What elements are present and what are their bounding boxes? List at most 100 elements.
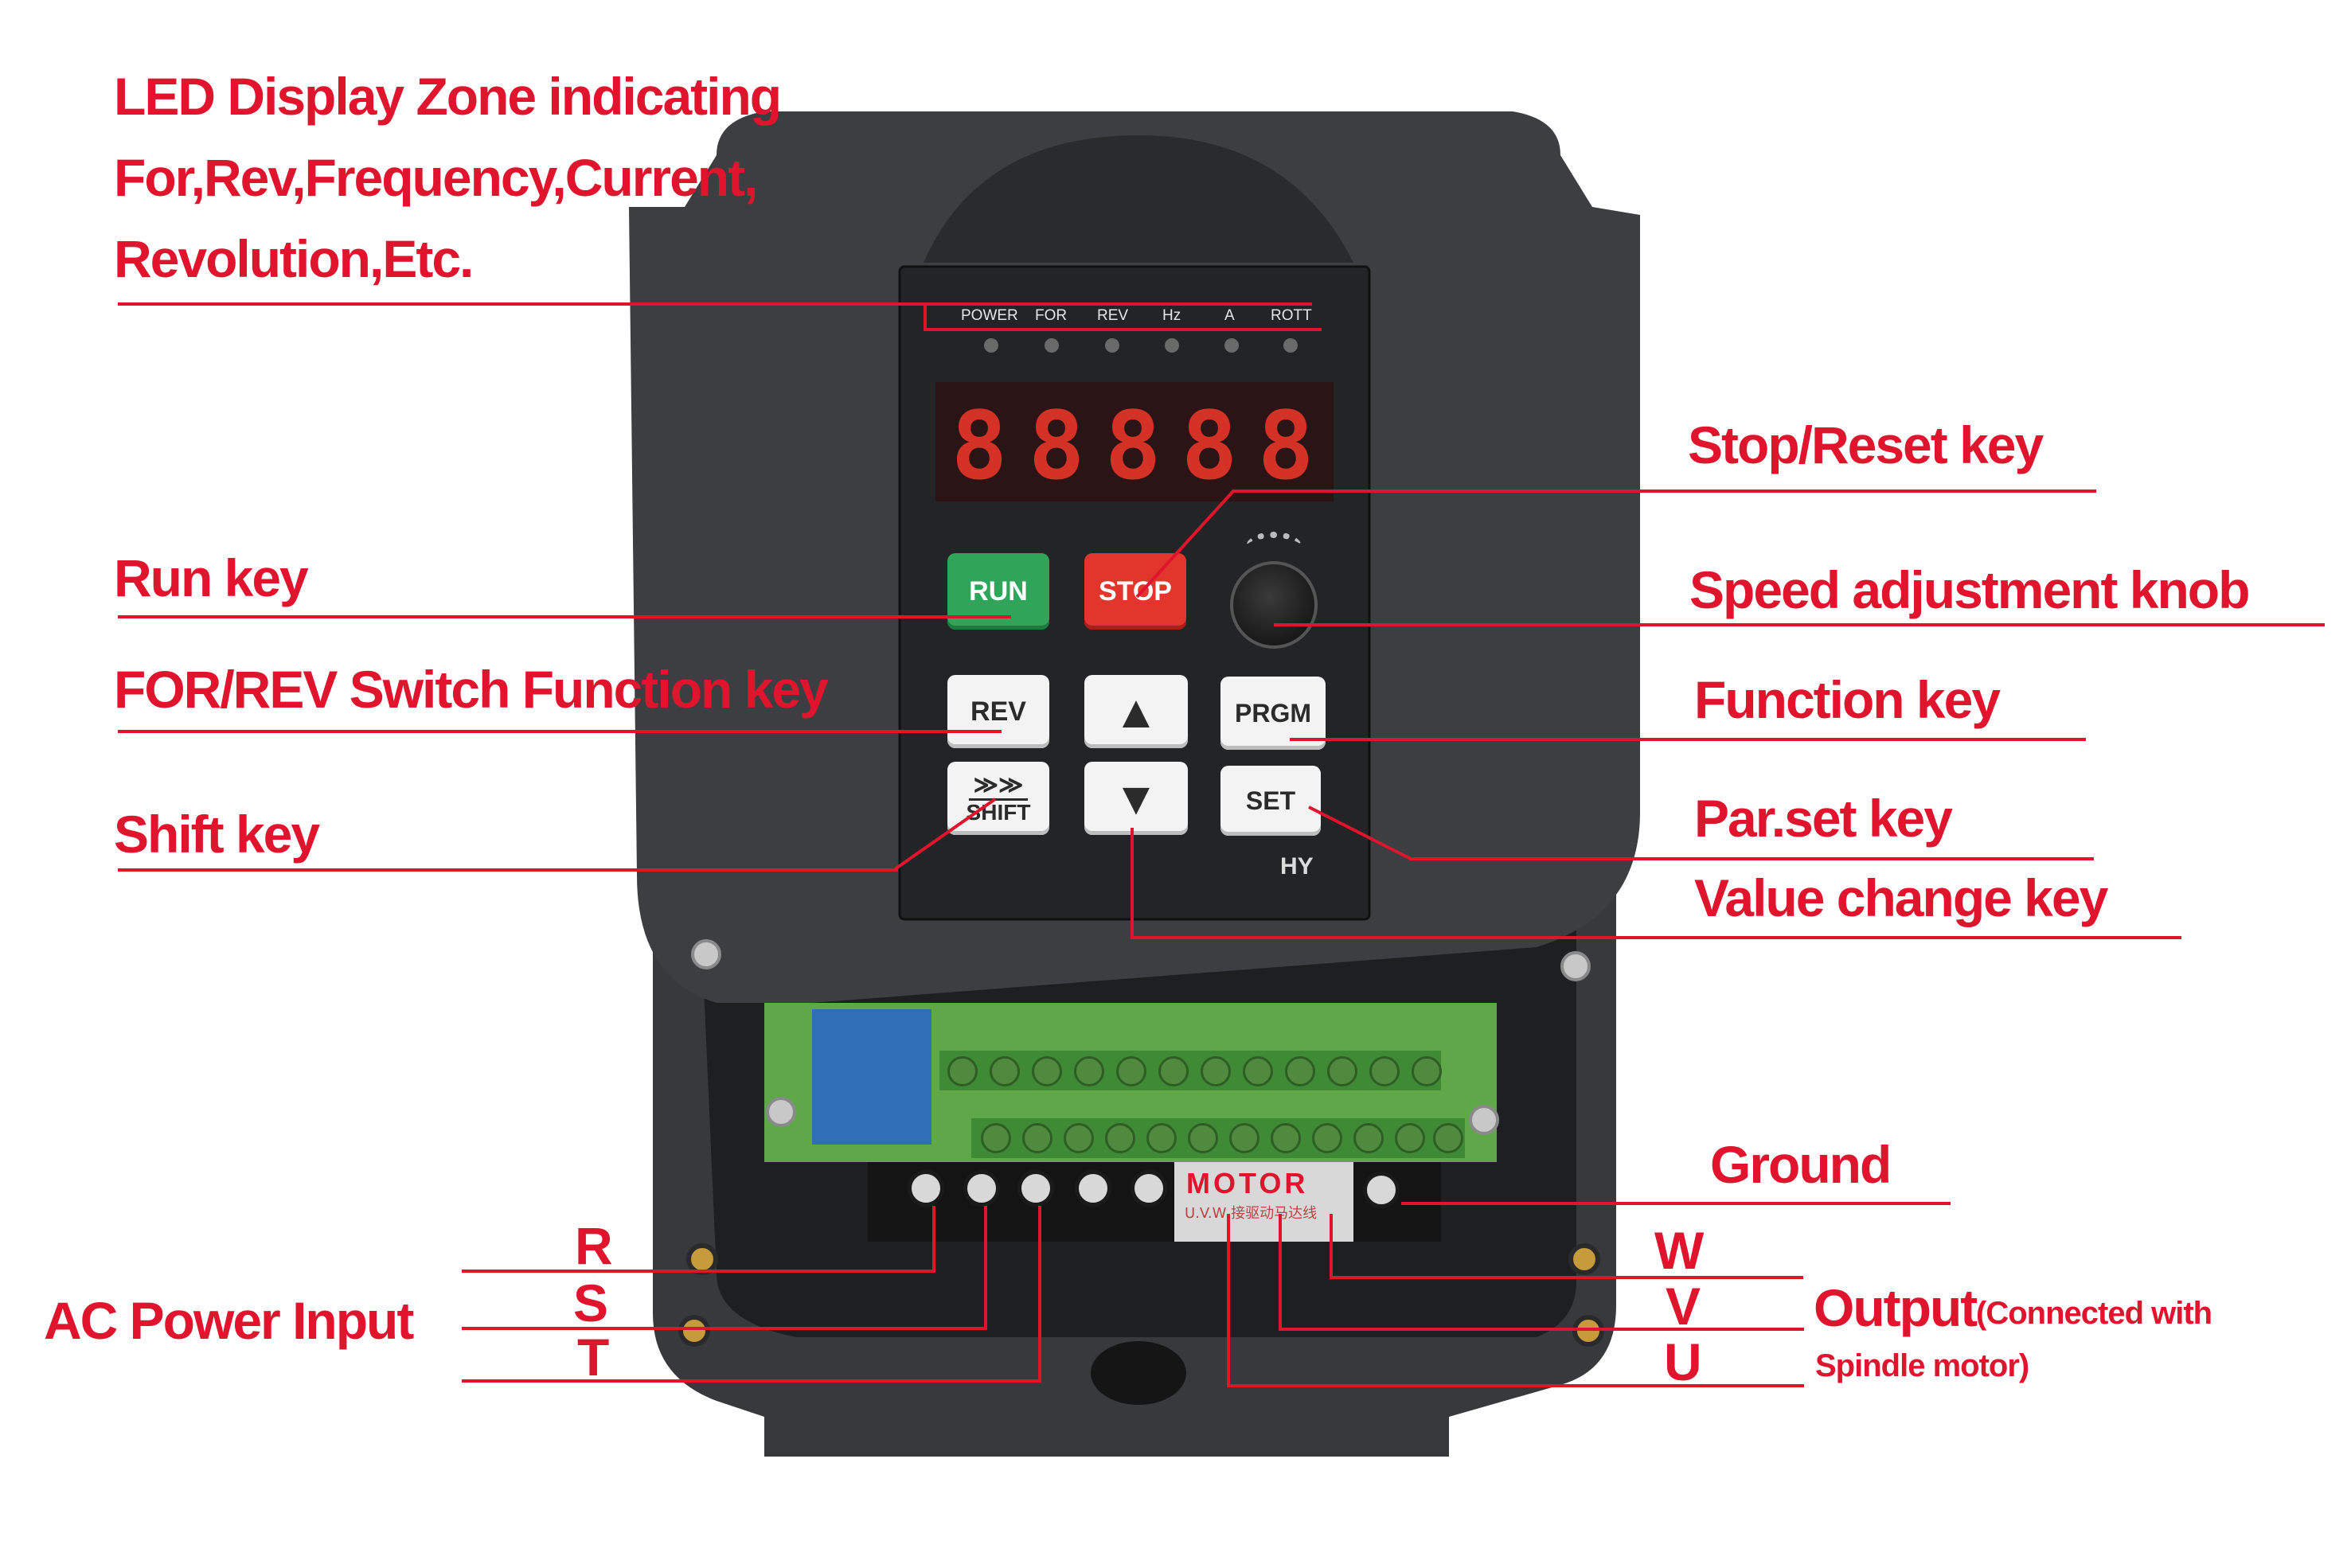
terminal-screw: [1146, 1123, 1177, 1153]
brass-insert-right-low: [1572, 1315, 1604, 1347]
label-stop-reset-key: Stop/Reset key: [1688, 415, 2044, 474]
led-label-a: A: [1224, 307, 1235, 324]
led-a: [1224, 338, 1239, 353]
leader-shift-diag: [893, 798, 997, 871]
terminal-screw: [947, 1056, 978, 1086]
leader-function-key: [1290, 738, 2086, 741]
terminal-screw: [1064, 1123, 1094, 1153]
down-arrow-button[interactable]: ▼: [1084, 762, 1188, 835]
terminal-screw: [1353, 1123, 1384, 1153]
leader-u: [1227, 1384, 1804, 1387]
shift-button[interactable]: ≫≫ SHIFT: [947, 762, 1049, 835]
led-for: [1045, 338, 1059, 353]
label-for-rev-key: FOR/REV Switch Function key: [114, 660, 829, 719]
up-arrow-button[interactable]: ▲: [1084, 675, 1188, 748]
motor-label: MOTOR: [1186, 1167, 1309, 1199]
leader-led-display: [118, 302, 1312, 306]
label-output-note-1: (Connected with: [1976, 1296, 2212, 1331]
label-shift-key: Shift key: [114, 805, 320, 864]
screw-pcb-right: [1469, 1105, 1499, 1135]
terminal-ground: [1363, 1172, 1400, 1208]
speed-knob[interactable]: [1230, 561, 1318, 649]
motor-label-plate: [1174, 1162, 1353, 1242]
terminal-screw: [1032, 1056, 1062, 1086]
led-label-for: FOR: [1035, 307, 1068, 324]
terminal-screw: [1285, 1056, 1315, 1086]
display-digit-4: 8: [1181, 391, 1238, 501]
knob-scale-icon: [1246, 532, 1302, 562]
led-label-power: POWER: [961, 307, 1018, 324]
terminal-s: [963, 1170, 1000, 1207]
label-w: W: [1654, 1221, 1704, 1280]
screw-pcb-left: [766, 1097, 796, 1127]
prgm-button[interactable]: PRGM: [1220, 677, 1326, 750]
label-par-set-key: Par.set key: [1694, 789, 1953, 848]
terminal-screw: [1116, 1056, 1146, 1086]
leader-ground: [1401, 1202, 1951, 1205]
shift-arrows-icon: ≫≫: [968, 773, 1029, 801]
display-digit-2: 8: [1028, 391, 1085, 501]
leader-t: [462, 1379, 1041, 1383]
led-rev: [1105, 338, 1119, 353]
set-button[interactable]: SET: [1220, 766, 1321, 836]
terminal-screw: [1229, 1123, 1259, 1153]
leader-value-change-drop: [1131, 828, 1134, 939]
terminal-screw: [1433, 1123, 1463, 1153]
terminal-screw: [1105, 1123, 1135, 1153]
relay-block: [812, 1009, 931, 1145]
label-s: S: [573, 1274, 608, 1332]
leader-w: [1330, 1276, 1803, 1279]
terminal-screw: [1074, 1056, 1104, 1086]
leader-s: [462, 1327, 987, 1330]
label-t: T: [577, 1328, 609, 1387]
label-v: V: [1666, 1277, 1701, 1336]
terminal-screw: [1395, 1123, 1425, 1153]
leader-for-rev-key: [118, 730, 1002, 733]
leader-value-change: [1131, 936, 2181, 939]
leader-par-set-diag: [1308, 805, 1413, 861]
terminal-n: [1131, 1170, 1167, 1207]
rev-button[interactable]: REV: [947, 675, 1049, 748]
leader-speed-knob: [1274, 623, 2325, 626]
led-hz: [1165, 338, 1179, 353]
led-label-hz: Hz: [1162, 307, 1181, 324]
label-value-change-key: Value change key: [1694, 868, 2108, 927]
leader-led-display-bar: [924, 328, 1322, 331]
label-u: U: [1664, 1332, 1702, 1391]
leader-stop-diag: [1135, 489, 1236, 599]
terminal-screw: [1312, 1123, 1342, 1153]
label-speed-knob: Speed adjustment knob: [1689, 560, 2250, 619]
brass-insert-left-low: [678, 1315, 710, 1347]
terminal-screw: [1188, 1123, 1218, 1153]
leader-v-drop: [1279, 1214, 1282, 1331]
terminal-p: [1075, 1170, 1111, 1207]
screw-left: [691, 939, 721, 969]
top-dome: [924, 135, 1353, 263]
terminal-screw: [1369, 1056, 1400, 1086]
led-label-rott: ROTT: [1271, 307, 1312, 324]
terminal-screw: [1158, 1056, 1189, 1086]
motor-sublabel: U.V.W 接驱动马达线: [1185, 1205, 1318, 1222]
terminal-t: [1017, 1170, 1054, 1207]
terminal-strip-top: [939, 1051, 1441, 1090]
display-digit-1: 8: [951, 391, 1008, 501]
leader-u-drop: [1227, 1214, 1230, 1387]
terminal-r: [908, 1170, 944, 1207]
led-rott: [1283, 338, 1298, 353]
terminal-screw: [1271, 1123, 1301, 1153]
label-led-display-3: Revolution,Etc.: [114, 229, 474, 288]
terminal-screw: [1412, 1056, 1442, 1086]
leader-w-drop: [1330, 1214, 1333, 1279]
terminal-screw: [990, 1056, 1020, 1086]
brass-insert-right: [1568, 1243, 1600, 1275]
terminal-screw: [1201, 1056, 1231, 1086]
leader-led-display-drop: [924, 302, 927, 331]
label-ac-power-input: AC Power Input: [44, 1291, 414, 1350]
leader-r-up: [932, 1206, 935, 1273]
leader-t-up: [1038, 1206, 1041, 1383]
stop-button[interactable]: STOP: [1084, 553, 1186, 630]
led-label-rev: REV: [1097, 307, 1129, 324]
label-output-note-2: Spindle motor): [1815, 1348, 2029, 1383]
